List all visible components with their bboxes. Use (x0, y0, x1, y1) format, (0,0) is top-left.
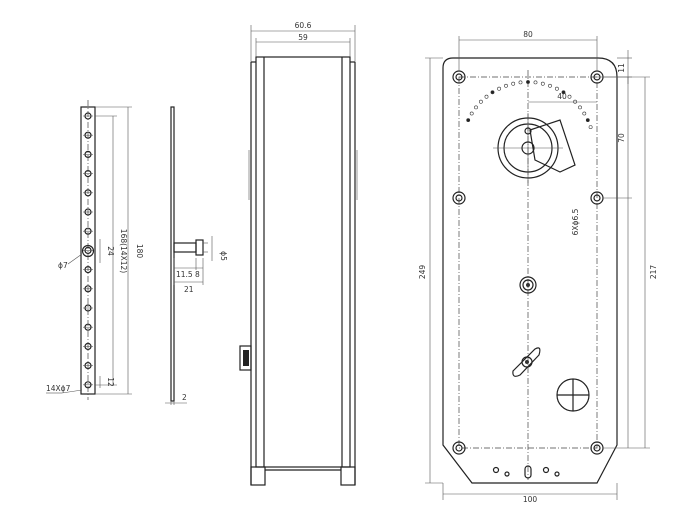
scale-dot (561, 90, 566, 95)
scale-dot (567, 94, 572, 99)
pin-shaft (173, 242, 197, 253)
scale-dot (484, 94, 489, 99)
label-14xphi7: 14Xϕ7 (46, 384, 71, 393)
scale-dot (478, 99, 483, 104)
label-phi5: ϕ5 (219, 251, 228, 261)
manual-release-knob (239, 345, 252, 371)
center-bolt (519, 276, 537, 294)
label-8: 8 (195, 270, 200, 279)
label-168: 168(14X12) (119, 229, 128, 273)
scale-dot (504, 83, 508, 88)
scale-dot (555, 86, 559, 91)
label-40: 40 (557, 92, 567, 101)
bar-side-view: ϕ5 11.5 8 21 2 (165, 106, 228, 405)
label-11: 11 (617, 63, 626, 73)
scale-dot (533, 80, 538, 85)
scale-dot (497, 86, 502, 91)
label-59: 59 (298, 33, 308, 42)
shaft-clamp (493, 113, 576, 183)
pin-head (195, 239, 204, 256)
actuator-side-view: 60.6 59 (239, 21, 358, 486)
mounting-bar-view: 180 168(14X12) 24 ϕ7 12 14Xϕ7 (46, 100, 144, 400)
label-11-5: 11.5 (176, 270, 193, 279)
bar-side-plate (170, 106, 175, 402)
scale-dot (582, 111, 587, 116)
housing-outline (255, 56, 351, 468)
label-12: 12 (106, 377, 115, 387)
housing-front-outline (442, 57, 618, 484)
label-80: 80 (523, 30, 533, 39)
scale-dot (518, 80, 523, 85)
scale-dot (469, 111, 474, 116)
label-100: 100 (523, 495, 538, 504)
label-180: 180 (135, 244, 144, 259)
scale-dot (466, 118, 471, 123)
label-249: 249 (418, 265, 427, 280)
label-21: 21 (184, 285, 194, 294)
bottom-slot (524, 465, 532, 479)
scale-dot (540, 81, 545, 86)
rotation-scale (466, 80, 593, 130)
label-2: 2 (182, 393, 187, 402)
label-6xphi6-5: 6Xϕ6.5 (571, 208, 580, 235)
cable-entry (556, 378, 590, 412)
scale-dot (588, 125, 593, 130)
label-phi7: ϕ7 (58, 261, 68, 270)
scale-dot (474, 105, 478, 110)
actuator-front-view: 80 40 11 70 6Xϕ6.5 249 217 100 (418, 30, 658, 504)
scale-dot (511, 81, 516, 86)
label-60-6: 60.6 (295, 21, 312, 30)
scale-dot (578, 105, 582, 110)
label-70: 70 (617, 133, 626, 143)
scale-dot (526, 80, 530, 84)
label-24: 24 (106, 246, 115, 256)
scale-dot (490, 90, 495, 95)
scale-dot (548, 83, 552, 88)
scale-dot (585, 118, 590, 123)
slotted-insert (512, 347, 541, 377)
label-217: 217 (649, 265, 658, 280)
